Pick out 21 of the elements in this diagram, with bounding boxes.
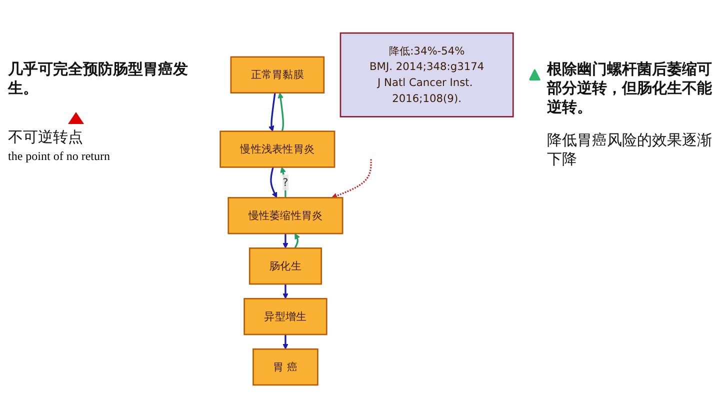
note-text: 几乎可完全预防肠型胃癌发生。 xyxy=(8,60,189,98)
arrow xyxy=(294,233,300,249)
arrow xyxy=(268,92,276,132)
arrow xyxy=(278,92,284,132)
arrow xyxy=(282,234,288,248)
arrow xyxy=(331,159,372,199)
node-box: 肠化生 xyxy=(248,248,322,285)
arrow xyxy=(282,334,288,350)
node-box: 异型增生 xyxy=(244,298,328,336)
node-box: 慢性浅表性胃炎 xyxy=(220,130,336,168)
node-box: 胃 癌 xyxy=(252,348,318,386)
arrow xyxy=(282,284,288,299)
edge-label: ? xyxy=(282,176,288,188)
note-text: 降低胃癌风险的效果逐渐下降 xyxy=(547,131,713,169)
marker-label: the point of no return xyxy=(8,149,111,164)
marker-label: 不可逆转点 xyxy=(8,128,84,147)
node-box: 降低:34%-54% BMJ. 2014;348:g3174 J Natl Cancer Inst. 2016;108(9). xyxy=(340,32,514,118)
note-text: 根除幽门螺杆菌后萎缩可部分逆转，但肠化生不能逆转。 xyxy=(547,60,713,117)
node-box: 慢性萎缩性胃炎 xyxy=(228,197,344,234)
arrow xyxy=(270,166,278,198)
node-box: 正常胃黏膜 xyxy=(230,56,325,94)
